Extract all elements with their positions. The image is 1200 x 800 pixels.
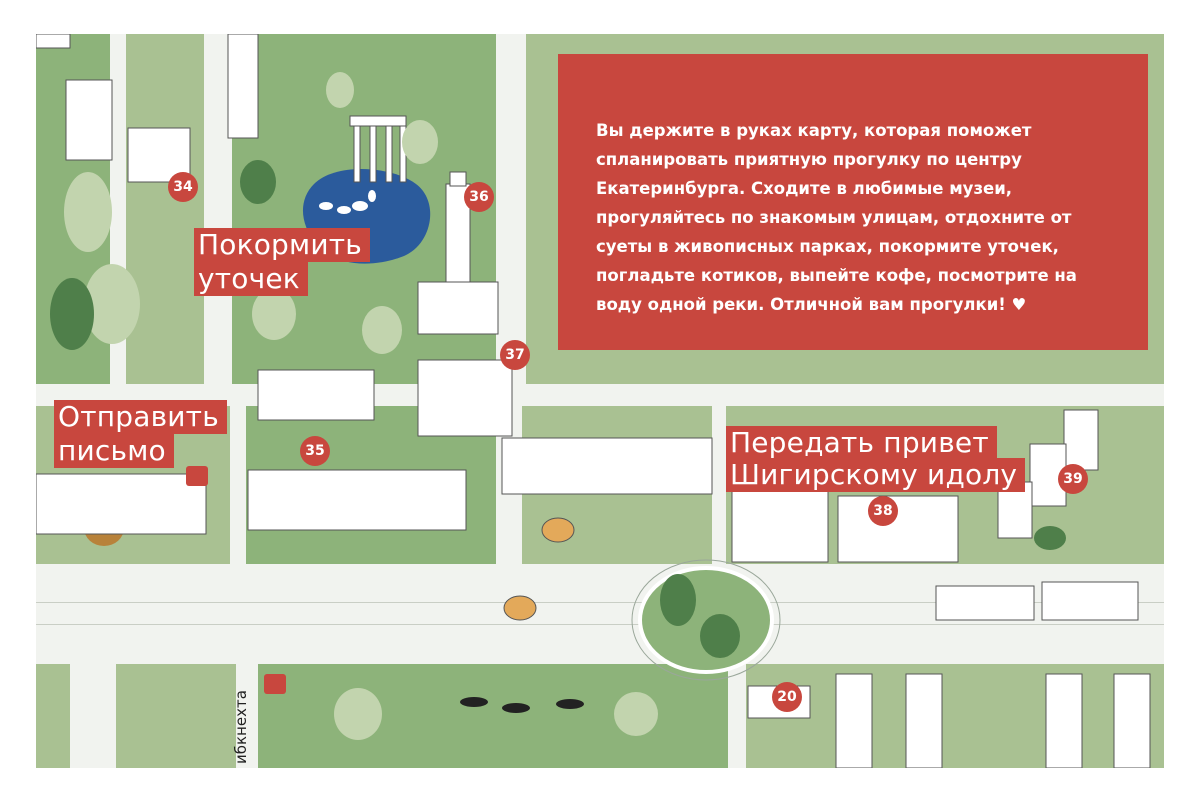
city-map: Покормить уточек Отправить письмо Переда… [36,34,1164,768]
marker-36[interactable]: 36 [464,182,494,212]
tram-track [36,624,1164,625]
church-icon [417,171,499,335]
marker-35[interactable]: 35 [300,436,330,466]
marker-37[interactable]: 37 [500,340,530,370]
info-box: Вы держите в руках карту, которая поможе… [558,54,1148,350]
label-feed-ducks: уточек [194,262,308,296]
label-send-letter: письмо [54,434,174,468]
block-bottom-left [36,664,70,768]
roundabout-island [638,566,774,674]
label-idol: Передать привет [726,426,997,460]
tram-icon [935,581,1139,621]
info-text-content: Вы держите в руках карту, которая поможе… [596,121,1077,314]
tree-icon [64,72,658,740]
info-text: Вы держите в руках карту, которая поможе… [596,116,1128,319]
tree-icon [660,574,740,658]
duck-icon [319,190,376,214]
coffee-cup-icon [186,466,286,694]
dancer-icon [460,697,584,713]
heart-icon: ♥ [1011,295,1027,314]
marker-39[interactable]: 39 [1058,464,1088,494]
building-icon [36,359,1099,719]
map-illustrations [36,34,1151,768]
lamp-icon [503,517,575,621]
block-bottom-park [116,664,236,768]
label-send-letter: Отправить [54,400,227,434]
label-idol: Шигирскому идолу [726,458,1026,492]
marker-20[interactable]: 20 [772,682,802,712]
marker-34[interactable]: 34 [168,172,198,202]
building-icon [36,34,259,183]
label-feed-ducks: Покормить [194,228,370,262]
block-bottom-right [746,664,1164,768]
colonnade-icon [835,673,1151,768]
tram-track [36,602,1164,603]
marker-38[interactable]: 38 [868,496,898,526]
street-name: ибкнехта [232,690,250,764]
roundabout-ring [631,559,781,681]
park-block-left-top-2 [126,34,204,384]
